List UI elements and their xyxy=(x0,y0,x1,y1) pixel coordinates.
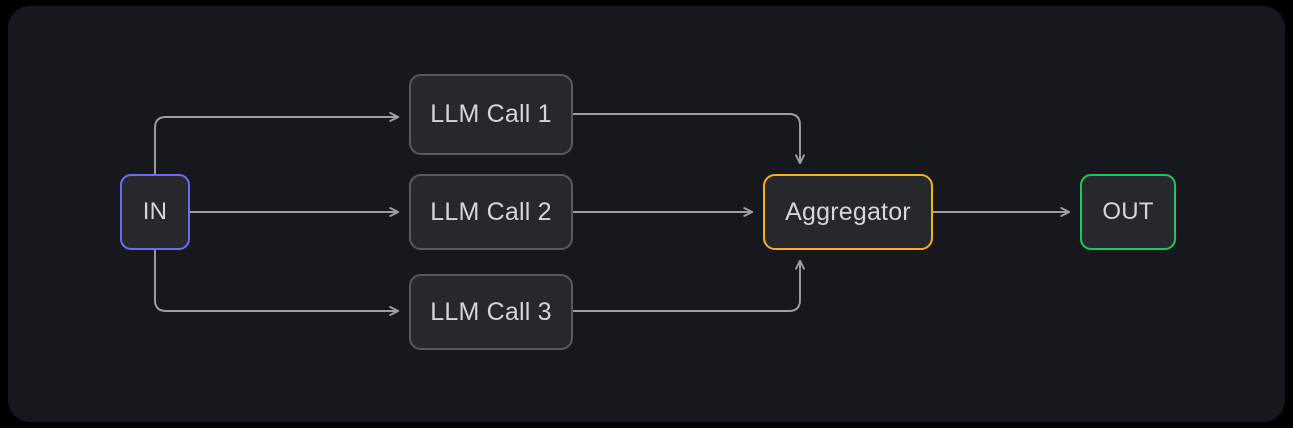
edge-llm1-to-agg xyxy=(572,113,805,165)
node-aggregator[interactable]: Aggregator xyxy=(763,174,933,250)
node-aggregator-label: Aggregator xyxy=(785,197,911,226)
node-out-label: OUT xyxy=(1102,198,1154,225)
node-llm-call-1[interactable]: LLM Call 1 xyxy=(409,74,573,155)
node-out[interactable]: OUT xyxy=(1080,174,1176,250)
node-in-label: IN xyxy=(142,198,168,225)
edge-llm3-to-agg xyxy=(572,259,805,312)
node-llm-call-2-label: LLM Call 2 xyxy=(430,197,552,226)
node-llm-call-2[interactable]: LLM Call 2 xyxy=(409,174,573,250)
diagram-panel xyxy=(8,6,1285,422)
edge-in-to-llm1 xyxy=(154,112,400,175)
node-llm-call-3[interactable]: LLM Call 3 xyxy=(409,274,573,350)
node-in[interactable]: IN xyxy=(120,174,190,250)
node-llm-call-3-label: LLM Call 3 xyxy=(430,297,552,326)
node-llm-call-1-label: LLM Call 1 xyxy=(430,100,552,128)
edge-in-to-llm3 xyxy=(154,249,400,316)
